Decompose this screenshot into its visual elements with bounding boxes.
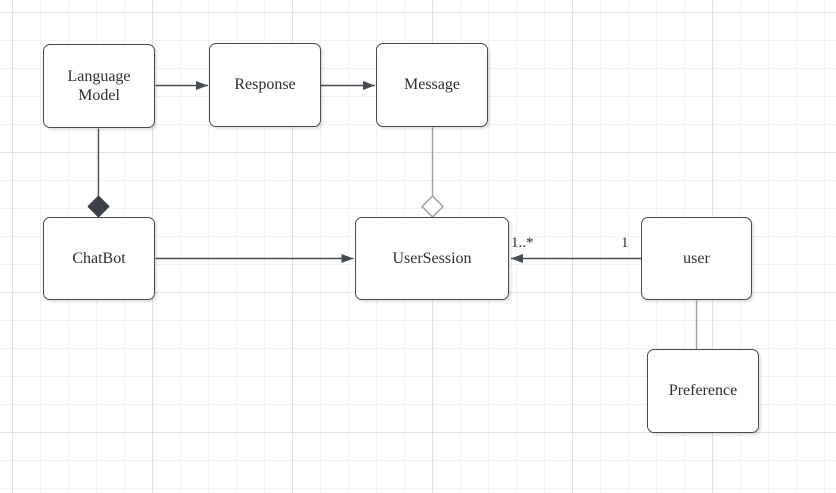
- node-chatbot[interactable]: ChatBot: [43, 217, 155, 300]
- aggregation-diamond-icon: [421, 195, 444, 218]
- node-language-model[interactable]: Language Model: [43, 44, 155, 128]
- edge-languagemodel-chatbot-composition[interactable]: [87, 128, 110, 218]
- node-preference[interactable]: Preference: [647, 349, 759, 433]
- node-response[interactable]: Response: [209, 43, 321, 127]
- node-label: UserSession: [392, 249, 472, 267]
- node-label: Preference: [668, 382, 738, 400]
- multiplicity-label-target: 1..*: [511, 235, 534, 251]
- multiplicity-label-source: 1: [621, 235, 629, 251]
- node-message[interactable]: Message: [376, 43, 488, 127]
- node-label: ChatBot: [72, 249, 126, 267]
- node-user[interactable]: user: [641, 217, 752, 300]
- node-user-session[interactable]: UserSession: [355, 217, 509, 300]
- node-label: Message: [404, 76, 460, 94]
- node-label: Response: [234, 76, 296, 94]
- node-label: Language Model: [67, 67, 131, 104]
- node-label: user: [683, 249, 710, 267]
- composition-diamond-icon: [87, 195, 110, 218]
- edge-message-usersession-aggregation[interactable]: [421, 127, 444, 218]
